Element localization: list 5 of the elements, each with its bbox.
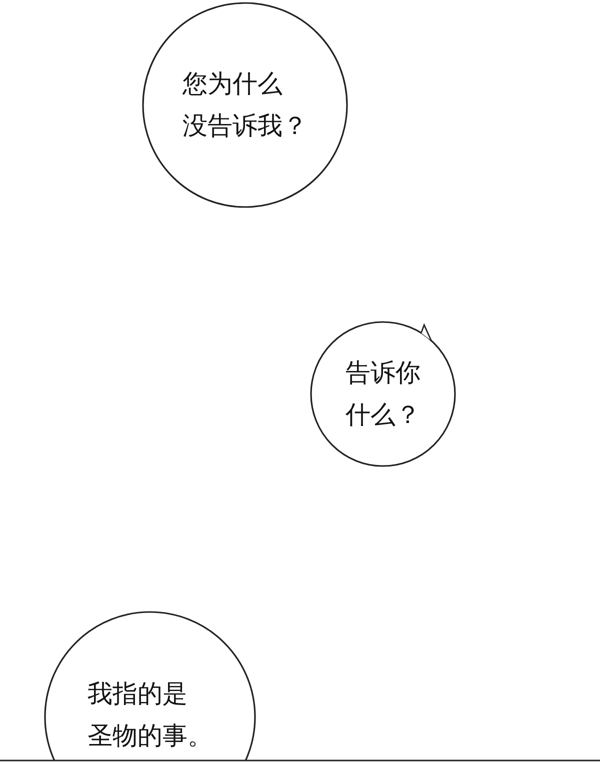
dialogue-text: 告诉你什么？ (346, 357, 420, 431)
dialogue-text: 我指的是圣物的事。 (88, 678, 212, 752)
dialogue-text: 您为什么没告诉我？ (182, 68, 308, 142)
speech-bubble (142, 2, 348, 208)
speech-bubble (44, 611, 256, 760)
